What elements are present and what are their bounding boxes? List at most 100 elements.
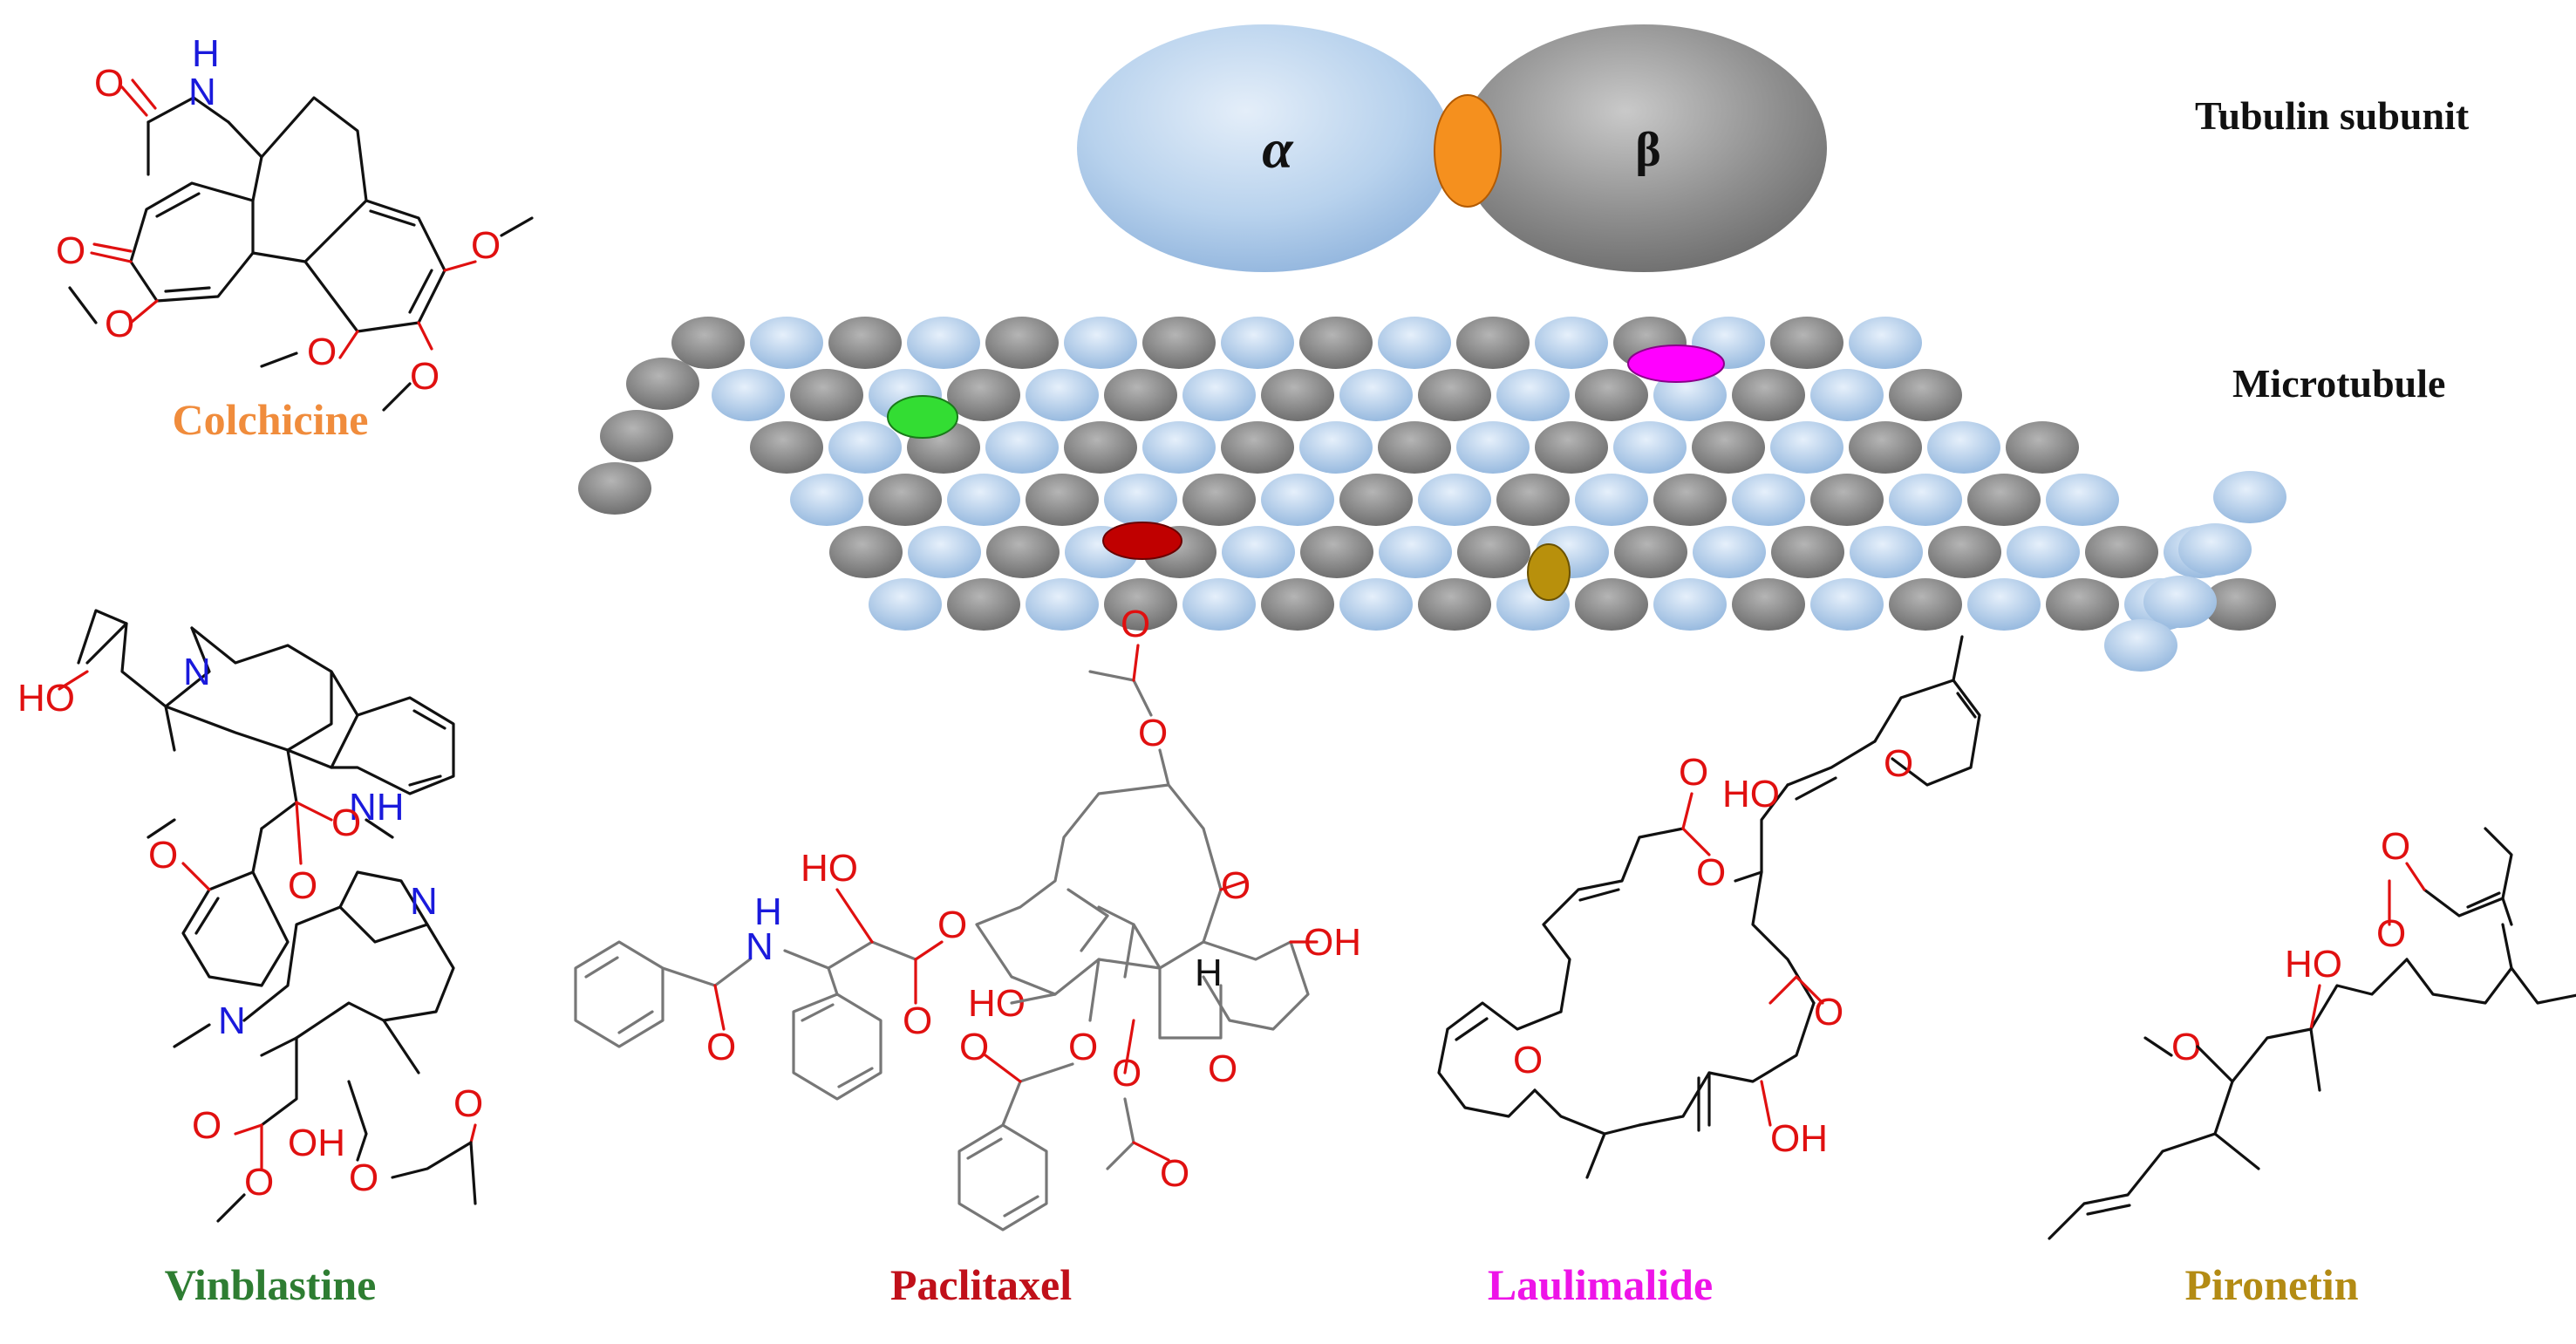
atom-n: N [188, 71, 216, 113]
atom-o: O [1160, 1152, 1189, 1195]
beta-tubulin-unit [1928, 526, 2001, 578]
beta-tubulin-unit [1770, 317, 1843, 369]
atom-o: O [1208, 1047, 1237, 1090]
atom-oh: OH [1770, 1117, 1828, 1160]
beta-tubulin-unit [1026, 474, 1099, 526]
alpha-tubulin-unit [2104, 619, 2177, 672]
microtubule-label: Microtubule [2232, 361, 2445, 406]
atom-oh: OH [288, 1122, 345, 1164]
beta-tubulin-unit [2006, 421, 2079, 474]
alpha-tubulin-unit [947, 474, 1020, 526]
tubulin-subunit-label: Tubulin subunit [2195, 93, 2470, 138]
paclitaxel-structure: O N H HO O O O O H O O HO O [574, 603, 1361, 1231]
atom-o: O [1068, 1026, 1098, 1068]
beta-tubulin-unit [1496, 474, 1570, 526]
alpha-tubulin-unit [1142, 421, 1216, 474]
beta-tubulin-unit [671, 317, 745, 369]
beta-tubulin-unit [1889, 369, 1962, 421]
alpha-tubulin-unit [1575, 474, 1648, 526]
atom-n: N [746, 925, 773, 968]
atom-o: O [244, 1161, 274, 1204]
atom-o: O [56, 229, 85, 272]
beta-tubulin-unit [750, 421, 823, 474]
beta-tubulin-unit [986, 526, 1060, 578]
beta-tubulin-unit [578, 462, 651, 515]
beta-tubulin-unit [869, 474, 942, 526]
beta-tubulin-unit [1889, 578, 1962, 631]
beta-tubulin-unit [1418, 369, 1491, 421]
alpha-tubulin-unit [1693, 526, 1766, 578]
alpha-tubulin-unit [1732, 474, 1805, 526]
beta-tubulin-unit [947, 578, 1020, 631]
beta-tubulin-unit [790, 369, 863, 421]
alpha-tubulin-unit [1299, 421, 1373, 474]
atom-o: O [1679, 751, 1708, 794]
atom-o: O [349, 1156, 378, 1199]
microtubule-lattice [578, 317, 2286, 672]
atom-ho: HO [801, 847, 858, 890]
beta-tubulin-unit [1261, 578, 1334, 631]
alpha-tubulin-unit [1221, 317, 1294, 369]
atom-h: H [1195, 952, 1223, 994]
beta-tubulin-unit [1221, 421, 1294, 474]
beta-label: β [1635, 123, 1661, 177]
alpha-tubulin-unit [790, 474, 863, 526]
beta-tubulin-unit [1339, 474, 1413, 526]
atom-o: O [288, 864, 317, 907]
alpha-tubulin-unit [1418, 474, 1491, 526]
atom-o: O [1121, 603, 1150, 645]
alpha-tubulin-unit [1026, 578, 1099, 631]
atom-h: H [754, 890, 782, 933]
alpha-tubulin-unit [2143, 576, 2217, 628]
alpha-tubulin-unit [1182, 578, 1256, 631]
atom-h: H [192, 32, 220, 75]
colchicine-label: Colchicine [173, 395, 369, 444]
beta-tubulin-unit [1810, 474, 1884, 526]
beta-tubulin-unit [2203, 578, 2276, 631]
vinblastine-structure: HO N NH O O O N N O OH O O [17, 609, 483, 1223]
beta-tubulin-unit [1299, 317, 1373, 369]
beta-tubulin-unit [626, 358, 699, 410]
atom-o: O [1138, 712, 1168, 754]
atom-o: O [1221, 864, 1251, 907]
colchicine-binding-site [1434, 94, 1502, 208]
alpha-tubulin-unit [1653, 578, 1727, 631]
beta-tubulin-unit [1535, 421, 1608, 474]
beta-tubulin-unit [1142, 317, 1216, 369]
alpha-tubulin-unit [2046, 474, 2119, 526]
beta-tubulin-unit [1182, 474, 1256, 526]
atom-n: N [410, 880, 438, 923]
vinblastine-binding-site [887, 395, 958, 439]
pironetin-label: Pironetin [2184, 1260, 2358, 1309]
alpha-tubulin-unit [907, 317, 980, 369]
atom-o: O [937, 904, 967, 946]
beta-tubulin-unit [1967, 474, 2041, 526]
pironetin-binding-site [1527, 543, 1571, 601]
beta-tubulin-unit [1692, 421, 1765, 474]
beta-tubulin-unit [600, 410, 673, 462]
alpha-tubulin-unit [712, 369, 785, 421]
atom-ho: HO [968, 982, 1026, 1025]
atom-n: N [183, 651, 211, 693]
atom-o: O [331, 802, 361, 844]
alpha-label: α [1262, 118, 1294, 180]
laulimalide-structure: O O O HO O O OH [1437, 635, 1981, 1179]
atom-o: O [903, 999, 932, 1042]
beta-tubulin-unit [1771, 526, 1844, 578]
beta-tubulin-unit [1732, 578, 1805, 631]
alpha-tubulin-unit [1378, 317, 1451, 369]
beta-tubulin-unit [1653, 474, 1727, 526]
alpha-tubulin-unit [1104, 474, 1177, 526]
atom-o: O [307, 331, 337, 373]
alpha-tubulin-unit [1339, 369, 1413, 421]
atom-o: O [1884, 742, 1913, 785]
alpha-tubulin-unit [1535, 317, 1608, 369]
atom-o: O [2381, 825, 2410, 868]
atom-o: O [105, 303, 134, 345]
beta-tubulin-unit [947, 369, 1020, 421]
beta-tubulin-unit [828, 317, 902, 369]
alpha-tubulin-unit [750, 317, 823, 369]
atom-o: O [192, 1104, 221, 1147]
laulimalide-binding-site [1627, 345, 1725, 383]
